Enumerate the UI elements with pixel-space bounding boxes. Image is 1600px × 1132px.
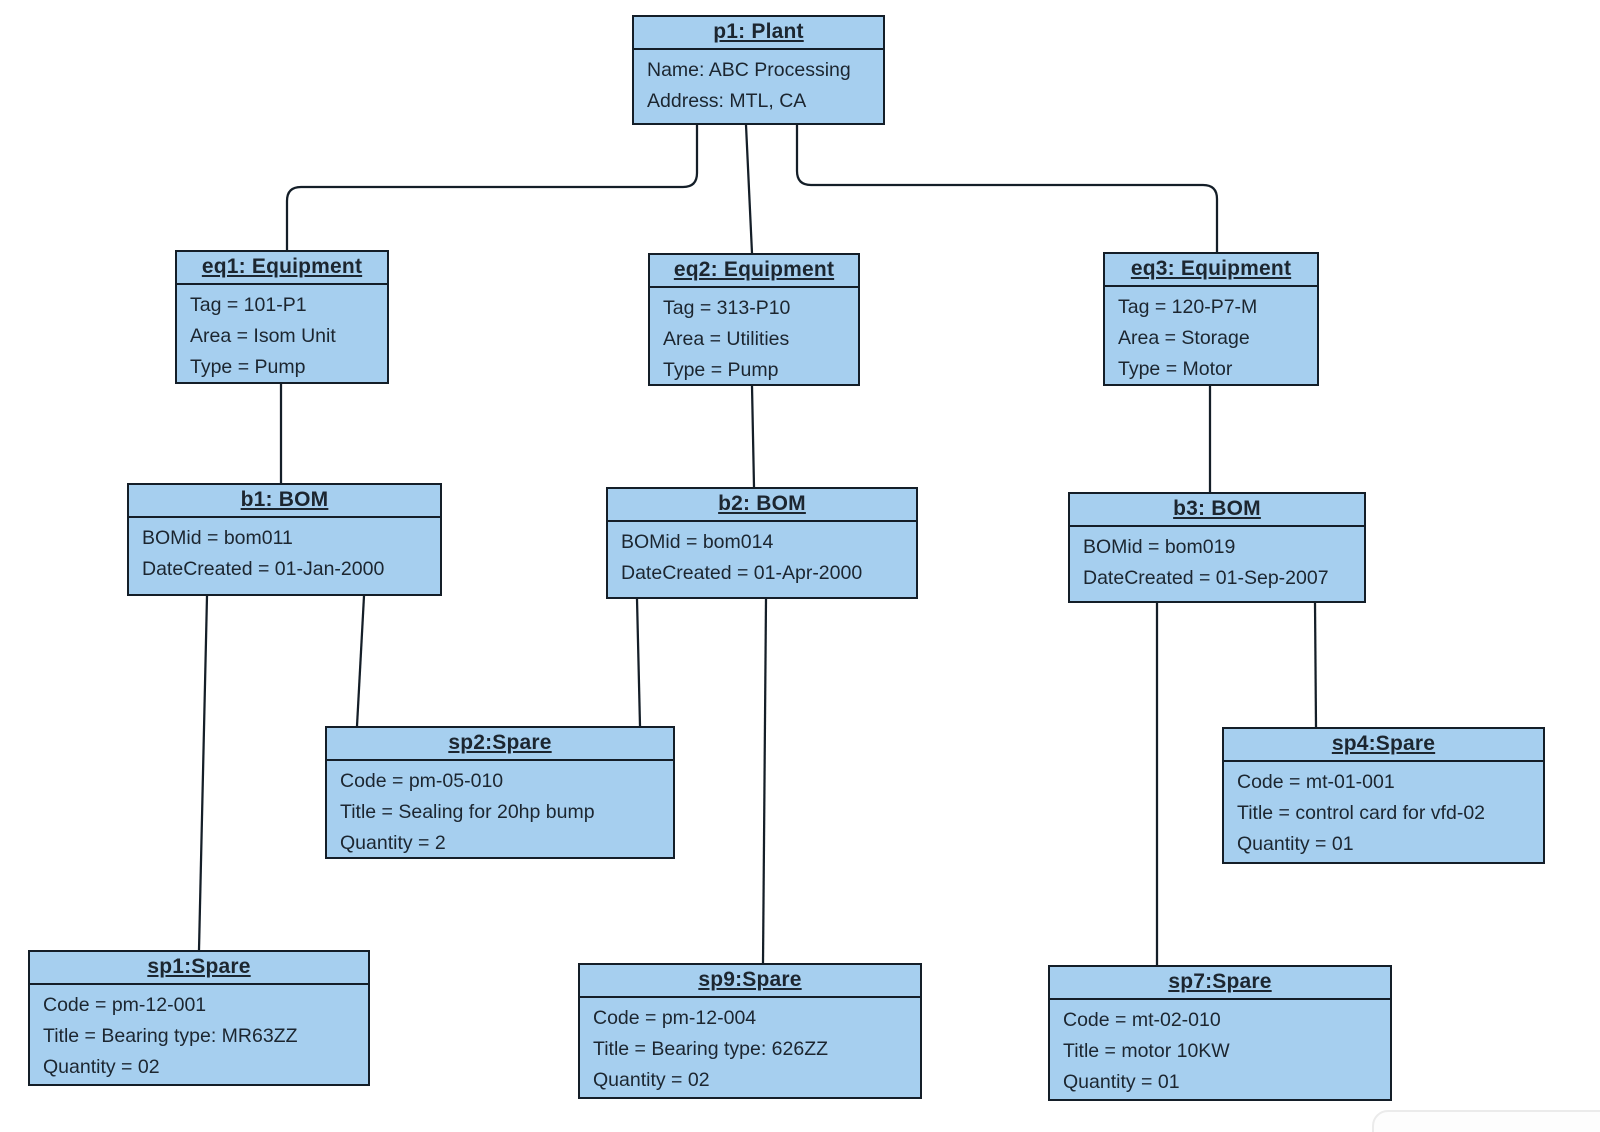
object-attribute: Title = Bearing type: 626ZZ [593,1038,829,1060]
object-attribute: BOMid = bom019 [1083,536,1236,558]
object-attribute: Quantity = 01 [1063,1071,1180,1093]
object-attribute: Name: ABC Processing [647,59,851,81]
object-attribute: Tag = 313-P10 [663,297,791,319]
object-attribute: Type = Motor [1118,358,1233,380]
object-attribute: Code = pm-12-001 [43,994,207,1016]
object-title: sp2:Spare [327,728,673,761]
object-title: sp4:Spare [1224,729,1543,762]
object-attribute: Type = Pump [663,359,779,381]
object-attribute: BOMid = bom014 [621,531,774,553]
object-title: sp7:Spare [1050,967,1390,1000]
object-attribute: Quantity = 02 [593,1069,710,1091]
object-title: b3: BOM [1070,494,1364,527]
object-title: sp9:Spare [580,965,920,998]
object-title: eq2: Equipment [650,255,858,288]
connector-b1-sp1[interactable] [197,595,209,951]
object-attribute: DateCreated = 01-Jan-2000 [142,558,385,580]
object-title: eq3: Equipment [1105,254,1317,287]
object-attribute: Title = motor 10KW [1063,1040,1230,1062]
object-title: p1: Plant [634,17,883,50]
object-attribute: BOMid = bom011 [142,527,293,549]
object-attribute: Tag = 120-P7-M [1118,296,1258,318]
object-title: b1: BOM [129,485,440,518]
object-attribute: Area = Storage [1118,327,1250,349]
connector-p1-eq3[interactable] [795,125,1219,252]
corner-panel [1372,1110,1600,1132]
object-attribute: Address: MTL, CA [647,90,807,112]
object-title: sp1:Spare [30,952,368,985]
connector-b1-sp2[interactable] [355,595,366,727]
object-title: b2: BOM [608,489,916,522]
object-attribute: Title = Bearing type: MR63ZZ [43,1025,298,1047]
object-attribute: Tag = 101-P1 [190,294,307,316]
connector-b3-sp4[interactable] [1313,602,1318,728]
object-attribute: DateCreated = 01-Apr-2000 [621,562,863,584]
object-attribute: Code = pm-05-010 [340,770,504,792]
object-attribute: Title = Sealing for 20hp bump [340,801,595,823]
object-attribute: Code = mt-01-001 [1237,771,1395,793]
object-attribute: Area = Utilities [663,328,790,350]
object-attribute: Quantity = 02 [43,1056,160,1078]
object-attribute: Type = Pump [190,356,306,378]
connector-p1-eq2[interactable] [744,124,754,254]
connector-b2-sp2[interactable] [635,598,642,727]
object-attribute: Code = mt-02-010 [1063,1009,1221,1031]
connector-b2-sp9[interactable] [761,598,768,964]
object-attribute: Title = control card for vfd-02 [1237,802,1486,824]
connector-p1-eq1[interactable] [285,125,699,250]
object-attribute: DateCreated = 01-Sep-2007 [1083,567,1329,589]
object-attribute: Area = Isom Unit [190,325,336,347]
object-title: eq1: Equipment [177,252,387,285]
object-attribute: Quantity = 01 [1237,833,1354,855]
connector-eq2-b2[interactable] [750,385,756,488]
object-attribute: Quantity = 2 [340,832,446,854]
object-attribute: Code = pm-12-004 [593,1007,757,1029]
